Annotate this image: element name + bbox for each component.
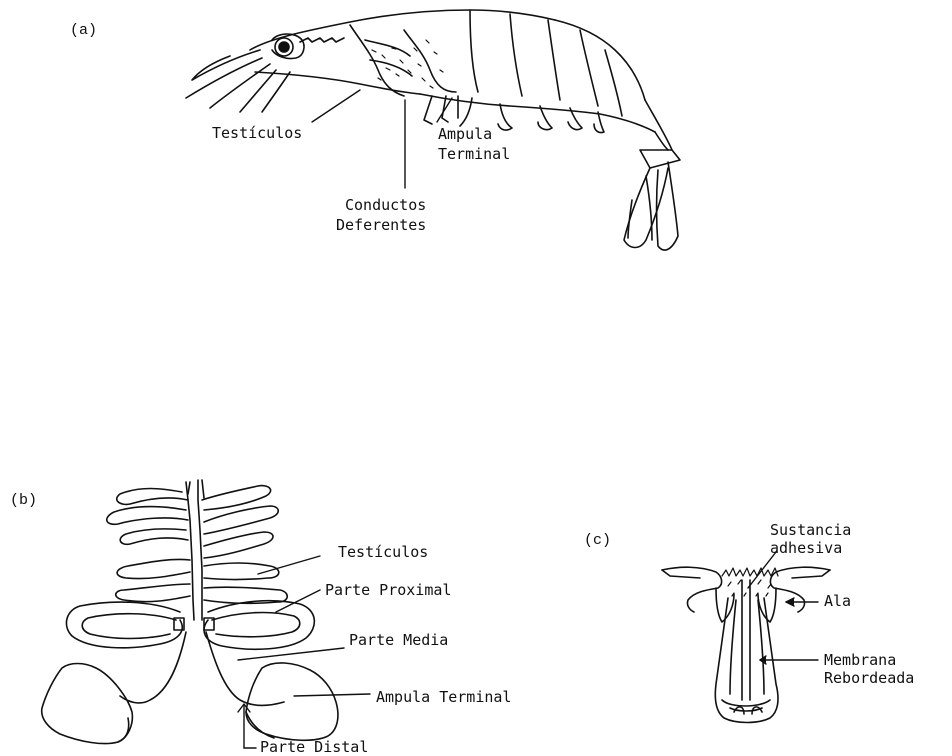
label-c-ala: Ala	[824, 592, 851, 610]
label-a-ampula-line1: Ampula	[438, 125, 492, 143]
label-a-conductos-line2: Deferentes	[336, 216, 426, 234]
label-b-parte-distal: Parte Distal	[260, 738, 368, 756]
label-c-sustancia-line1: Sustancia	[770, 521, 851, 539]
panel-tag-a: (a)	[70, 22, 97, 39]
label-c-membrana-line2: Rebordeada	[824, 669, 914, 687]
label-c-sustancia-line2: adhesiva	[770, 539, 842, 557]
panel-tag-b: (b)	[10, 492, 37, 509]
label-b-testiculos: Testículos	[338, 543, 428, 561]
spermatophore-illustration	[662, 567, 830, 722]
panel-tag-c: (c)	[584, 532, 611, 549]
label-c-membrana-line1: Membrana	[824, 651, 896, 669]
leader-lines-a	[312, 90, 452, 188]
label-a-conductos-line1: Conductos	[345, 196, 426, 214]
label-a-ampula-line2: Terminal	[438, 145, 510, 163]
label-b-parte-proximal: Parte Proximal	[325, 581, 451, 599]
label-b-parte-media: Parte Media	[349, 631, 448, 649]
reproductive-system-illustration	[42, 480, 338, 744]
label-a-testiculos: Testículos	[212, 124, 302, 142]
label-b-ampula-terminal: Ampula Terminal	[376, 688, 511, 706]
